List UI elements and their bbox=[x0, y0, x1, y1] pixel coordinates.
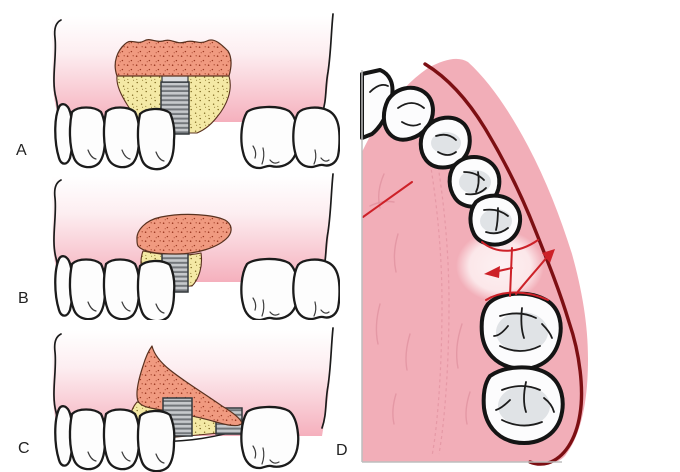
soft-tissue-flap bbox=[114, 38, 232, 77]
panel-d-occlusal-view bbox=[360, 58, 588, 466]
soft-tissue-flap bbox=[136, 213, 232, 255]
tooth-first-premolar bbox=[447, 155, 502, 209]
tooth-second-molar bbox=[481, 365, 565, 445]
tooth-first-molar bbox=[479, 291, 563, 371]
buccal-reflection-arrow bbox=[515, 249, 555, 295]
panel-b-small-graft bbox=[51, 173, 340, 320]
panel-d-frame bbox=[361, 70, 562, 463]
incision-lines bbox=[362, 181, 555, 301]
tooth-canine bbox=[418, 115, 472, 170]
panel-label-a: A bbox=[16, 142, 27, 159]
crestal-incision bbox=[509, 247, 513, 297]
palatal-relieving-incision bbox=[362, 181, 413, 218]
panel-label-c: C bbox=[18, 440, 30, 457]
tooth-second-premolar bbox=[468, 193, 523, 247]
sulcular-incision-distal bbox=[485, 291, 549, 301]
panel-label-b: B bbox=[18, 290, 29, 307]
palatal-reflection-arrow bbox=[484, 266, 513, 278]
panel-c-lateral-flap bbox=[51, 327, 334, 472]
panel-label-d: D bbox=[336, 442, 348, 459]
sulcular-incision-mesial bbox=[481, 239, 539, 252]
panel-a-graft-coverage bbox=[51, 13, 340, 171]
teeth-arch bbox=[360, 68, 565, 445]
